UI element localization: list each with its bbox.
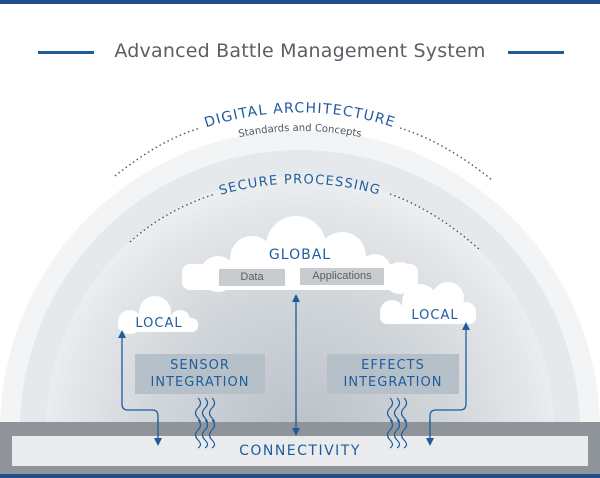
arrowhead-left-up: [118, 330, 126, 338]
title-rule-right: [508, 51, 564, 54]
sensor-integration-box: SENSOR INTEGRATION: [135, 354, 265, 394]
sensor-integration-line-1: SENSOR: [170, 358, 230, 373]
bottom-border: [0, 474, 600, 478]
top-border: [0, 0, 600, 4]
applications-pill: Applications: [300, 268, 384, 285]
local-left-label: LOCAL: [135, 316, 183, 331]
local-cloud-right: [380, 282, 476, 324]
secure-processing-arc-left: [129, 193, 216, 243]
connectivity-label: CONNECTIVITY: [239, 443, 361, 459]
data-pill: Data: [219, 269, 285, 286]
global-label: GLOBAL: [268, 247, 332, 263]
effects-integration-line-1: EFFECTS: [361, 358, 425, 373]
arrowhead-global-up: [292, 294, 300, 302]
digital-architecture-arc-right: [399, 127, 493, 181]
secure-processing-arc-right: [389, 193, 481, 251]
page-title: Advanced Battle Management System: [114, 40, 486, 62]
sensor-integration-line-2: INTEGRATION: [150, 375, 250, 390]
effects-integration-box: EFFECTS INTEGRATION: [327, 354, 459, 394]
local-cloud-left: [118, 296, 198, 334]
arrow-local-right: [429, 328, 467, 440]
arrow-local-left: [121, 336, 159, 440]
connectivity-bar: [12, 436, 588, 466]
title-rule-left: [38, 51, 94, 54]
arrowhead-right-up: [462, 322, 470, 330]
effects-integration-line-2: INTEGRATION: [343, 375, 443, 390]
local-right-label: LOCAL: [411, 308, 459, 323]
